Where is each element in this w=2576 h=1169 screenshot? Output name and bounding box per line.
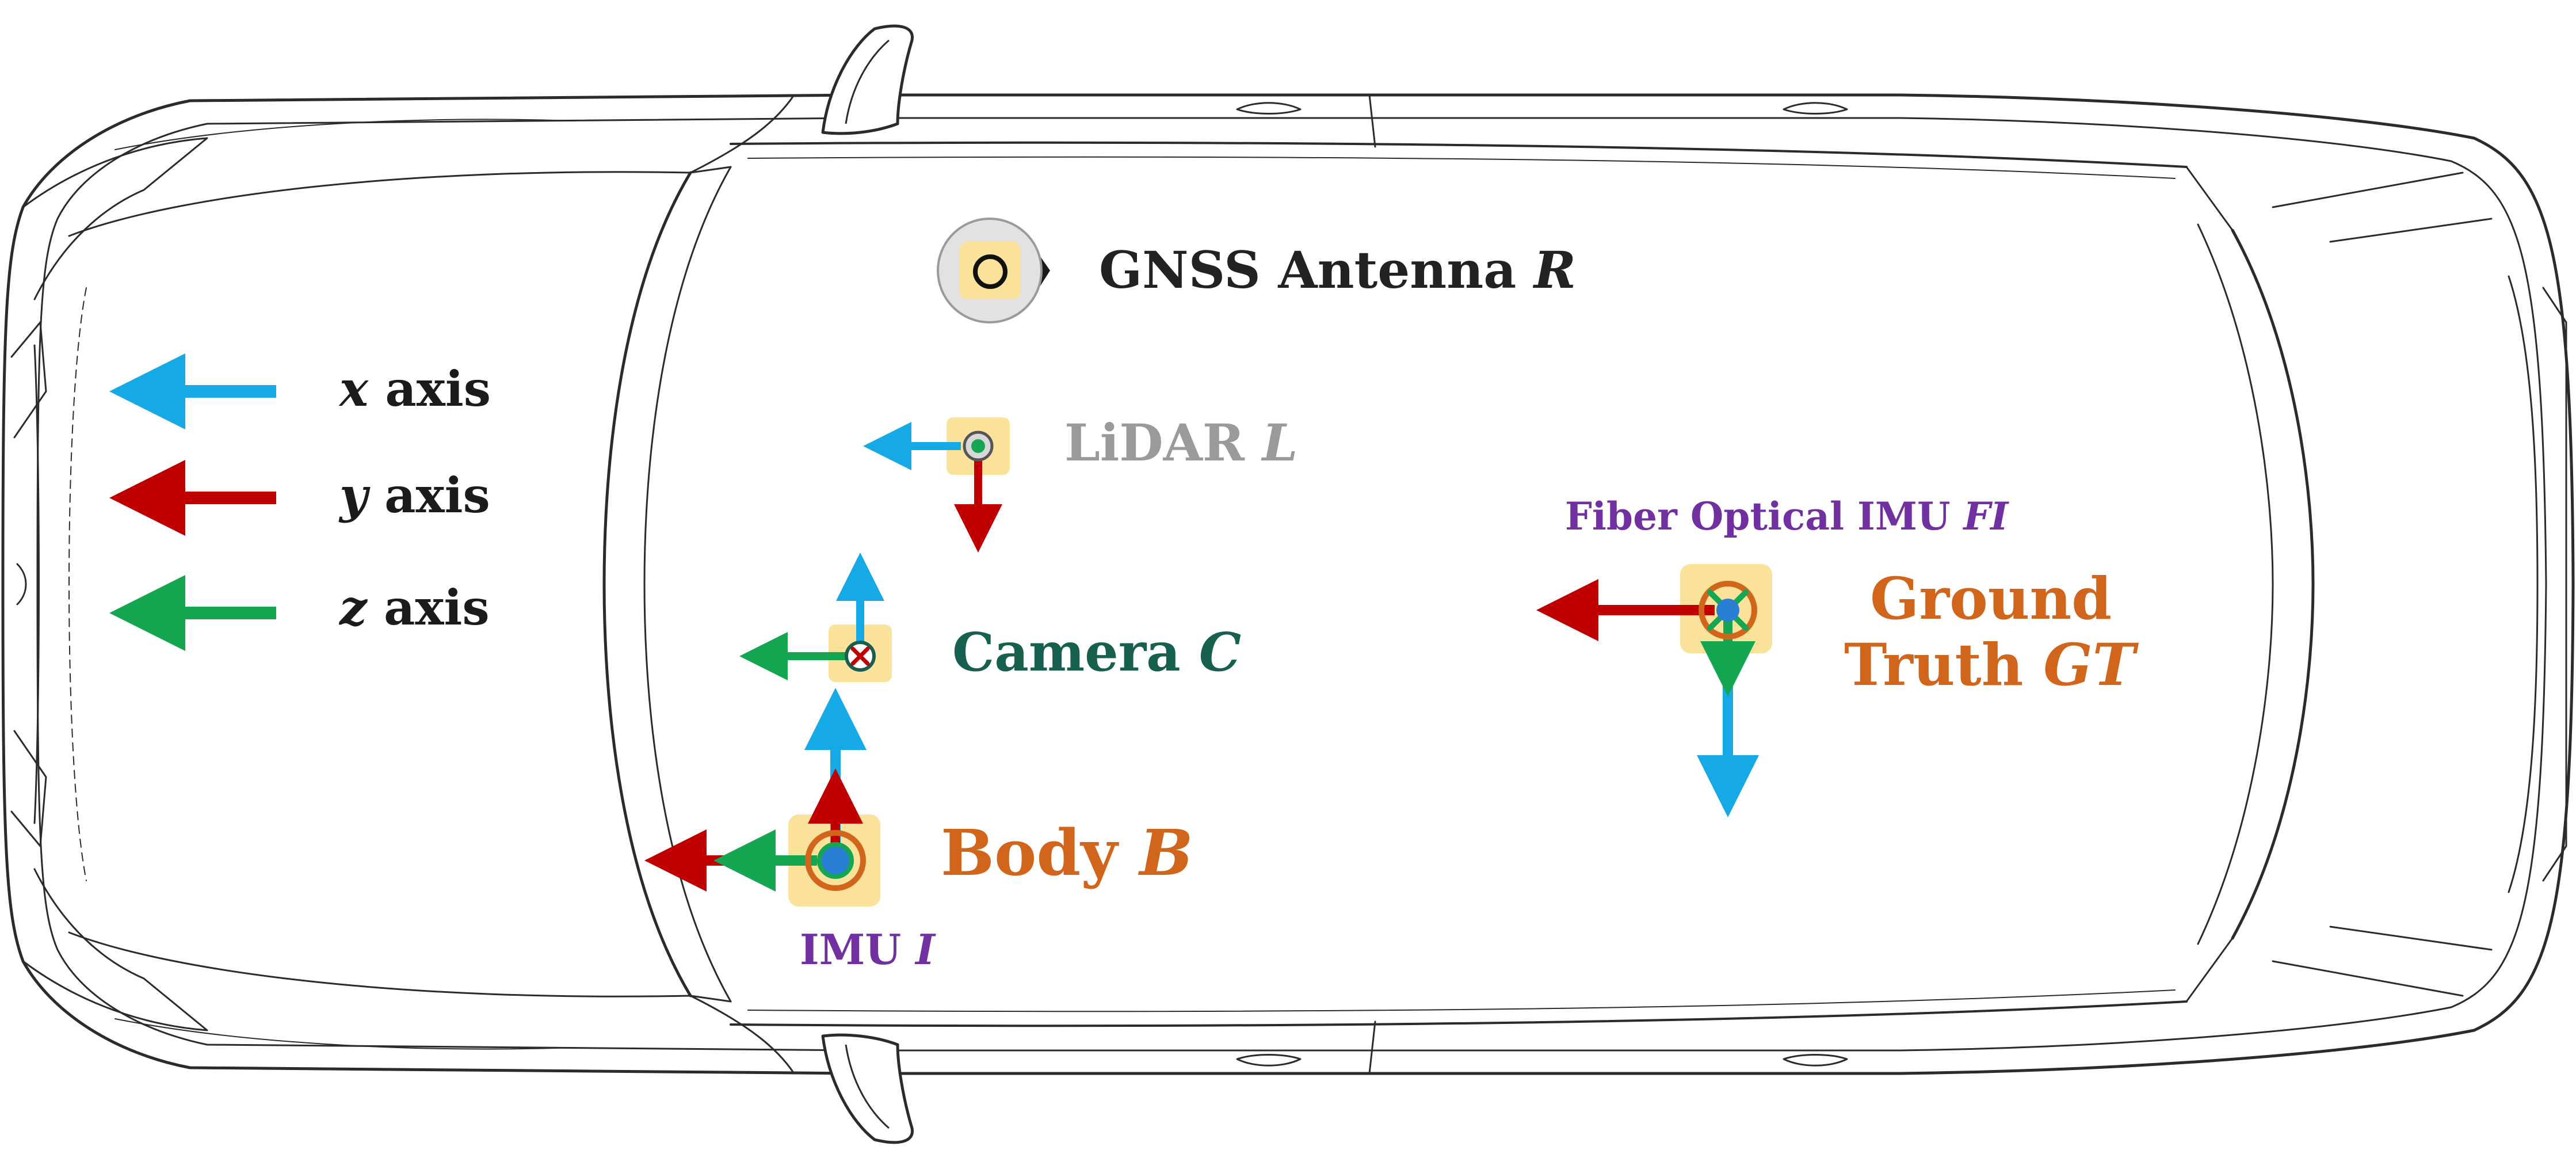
ground-truth-label-line2: Truth GT: [1844, 631, 2139, 699]
imu-label: IMU I: [800, 925, 936, 974]
circle-dot-icon: [963, 431, 994, 462]
gnss-label: GNSS Antenna R: [1099, 240, 1576, 300]
legend-y-label: y axis: [338, 467, 490, 524]
camera-label: Camera C: [952, 621, 1241, 683]
lidar-frame: LiDAR L: [863, 413, 1298, 553]
lidar-label: LiDAR L: [1064, 413, 1298, 473]
axis-legend: x axis y axis z axis: [109, 353, 491, 651]
circle-dot-icon: [805, 830, 866, 891]
gnss-antenna: GNSS Antenna R: [937, 218, 1576, 323]
camera-frame: Camera C: [739, 553, 1241, 683]
legend-z-label: z axis: [338, 579, 490, 636]
side-mirror-bottom: [821, 1033, 914, 1144]
circle-cross-icon: [1699, 581, 1757, 639]
gnss-antenna-icon: [937, 218, 1050, 323]
circle-cross-icon: [845, 641, 876, 672]
legend-x-label: x axis: [338, 360, 491, 417]
body-frame: Body B IMU I: [644, 688, 1193, 974]
body-label: Body B: [941, 816, 1193, 890]
ground-truth-label-line1: Ground: [1870, 565, 2112, 633]
side-mirror-top: [821, 24, 914, 135]
ground-truth-frame: Fiber Optical IMU FI Ground Truth GT: [1536, 494, 2139, 817]
fiber-optical-imu-label: Fiber Optical IMU FI: [1565, 494, 2009, 539]
